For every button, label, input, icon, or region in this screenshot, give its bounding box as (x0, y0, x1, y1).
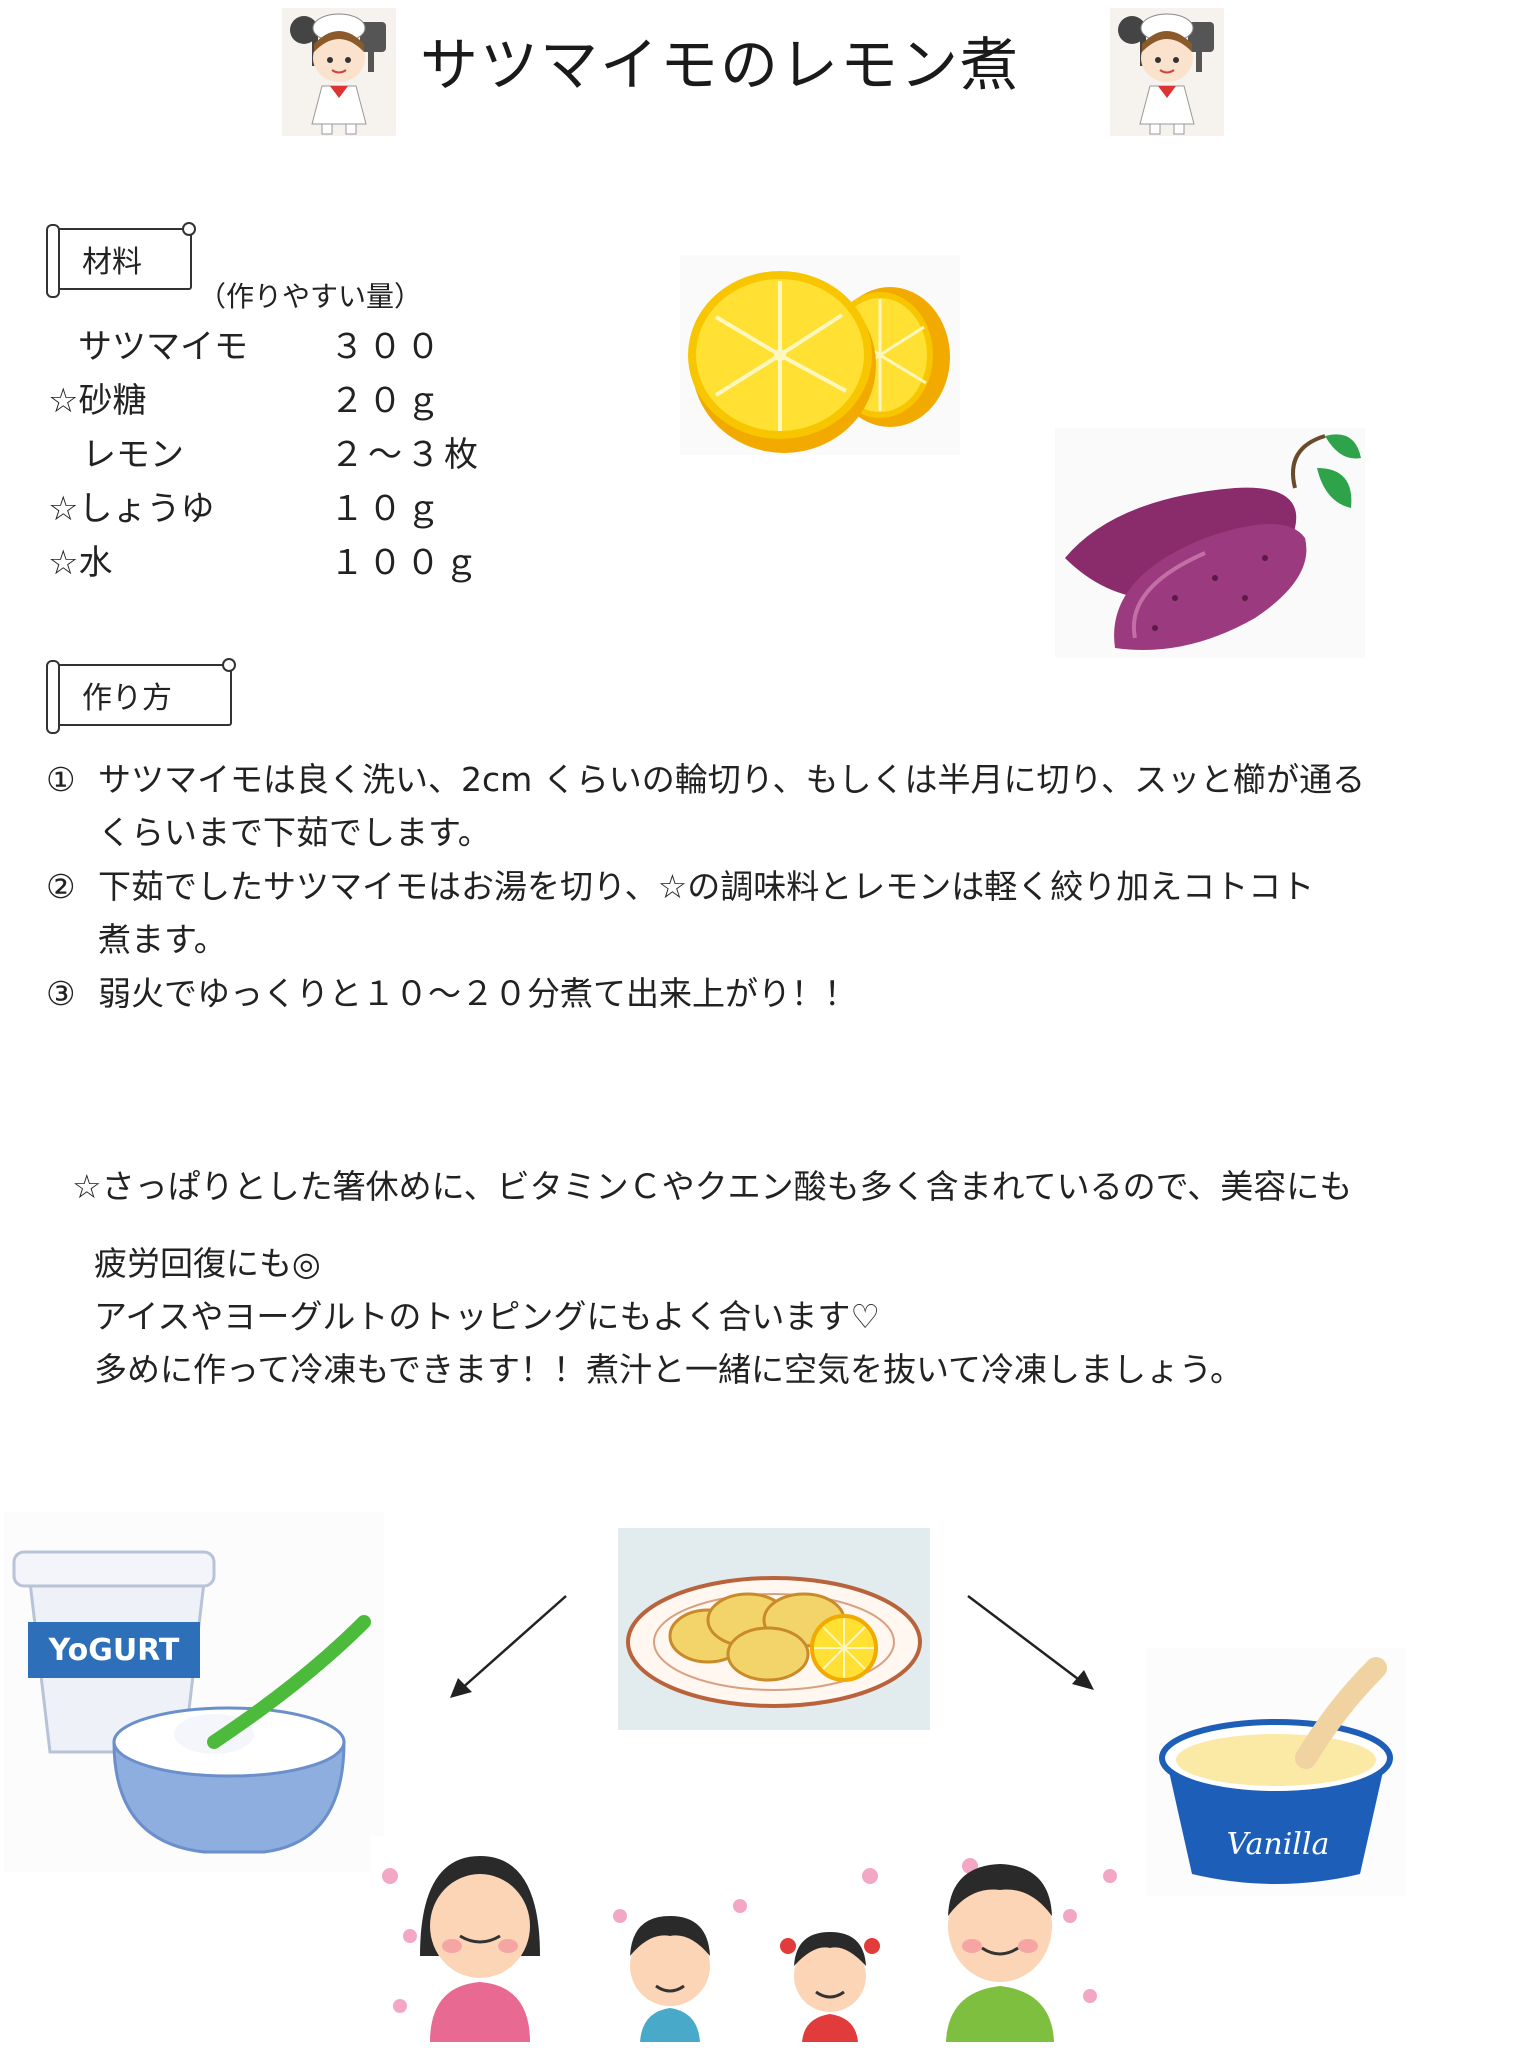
step-text-line: 弱火でゆっくりと１０～２０分煮て出来上がり！！ (98, 974, 857, 1013)
tip-line: アイスやヨーグルトのトッピングにもよく合います♡ (94, 1297, 880, 1336)
yogurt-label: YoGURT (48, 1633, 180, 1668)
ingredient-name: ☆砂糖 (48, 381, 147, 421)
arrow-icon-right (964, 1592, 1098, 1694)
lemon-icon (680, 255, 960, 455)
ingredient-qty: ２～３枚 (330, 435, 482, 475)
step-text-line: 煮ます。 (98, 920, 227, 959)
ingredient-row: ☆砂糖 ２０ｇ (48, 374, 508, 428)
vanilla-label: Vanilla (1227, 1827, 1330, 1862)
ingredient-row: ☆しょうゆ １０ｇ (48, 482, 508, 536)
ingredient-list: サツマイモ ３００ ☆砂糖 ２０ｇ レモン ２～３枚 ☆しょうゆ １０ｇ ☆水 … (48, 320, 508, 600)
ingredient-name: レモン (82, 435, 184, 475)
step-2: ② 下茹でしたサツマイモはお湯を切り、☆の調味料とレモンは軽く絞り加えコトコト … (46, 860, 1486, 966)
ingredient-name: ☆水 (48, 543, 113, 583)
chef-icon-left (282, 8, 396, 136)
family-icon (370, 1836, 1130, 2042)
dish-icon (618, 1528, 930, 1730)
step-number: ① (46, 760, 76, 799)
ingredient-name: サツマイモ (78, 327, 248, 367)
step-number: ② (46, 867, 76, 906)
ingredients-label: 材料 (46, 222, 196, 298)
arrow-icon-left (446, 1592, 572, 1702)
ingredient-qty: ２０ｇ (330, 381, 444, 421)
ingredient-qty: １００ｇ (330, 543, 482, 583)
ingredient-row: ☆水 １００ｇ (48, 536, 508, 590)
ingredient-row: レモン ２～３枚 (48, 428, 508, 482)
page-title: サツマイモのレモン煮 (420, 31, 1021, 99)
sweet-potato-icon (1055, 428, 1365, 658)
step-3: ③ 弱火でゆっくりと１０～２０分煮て出来上がり！！ (46, 967, 1486, 1020)
tip-line: 多めに作って冷凍もできます！！煮汁と一緒に空気を抜いて冷凍しましょう。 (94, 1350, 1244, 1389)
step-text-line: 下茹でしたサツマイモはお湯を切り、☆の調味料とレモンは軽く絞り加えコトコト (98, 867, 1315, 906)
step-text-line: サツマイモは良く洗い、2cm くらいの輪切り、もしくは半月に切り、スッと櫛が通る (98, 760, 1366, 799)
method-label: 作り方 (46, 658, 236, 734)
ice-cream-icon: Vanilla (1146, 1648, 1406, 1896)
ingredients-label-text: 材料 (82, 245, 142, 280)
amount-note: （作りやすい量） (198, 280, 423, 313)
step-text-line: くらいまで下茹でします。 (98, 813, 491, 852)
ingredient-qty: ３００ (330, 327, 444, 367)
step-number: ③ (46, 974, 76, 1013)
tip-line: ☆さっぱりとした箸休めに、ビタミンＣやクエン酸も多く含まれているので、美容にも (72, 1167, 1353, 1206)
ingredient-row: サツマイモ ３００ (48, 320, 508, 374)
chef-icon-right (1110, 8, 1224, 136)
yogurt-icon: YoGURT (4, 1512, 384, 1872)
step-1: ① サツマイモは良く洗い、2cm くらいの輪切り、もしくは半月に切り、スッと櫛が… (46, 753, 1486, 859)
ingredient-qty: １０ｇ (330, 489, 444, 529)
ingredient-name: ☆しょうゆ (48, 489, 215, 529)
tip-line: 疲労回復にも◎ (94, 1244, 321, 1283)
method-label-text: 作り方 (82, 681, 172, 716)
